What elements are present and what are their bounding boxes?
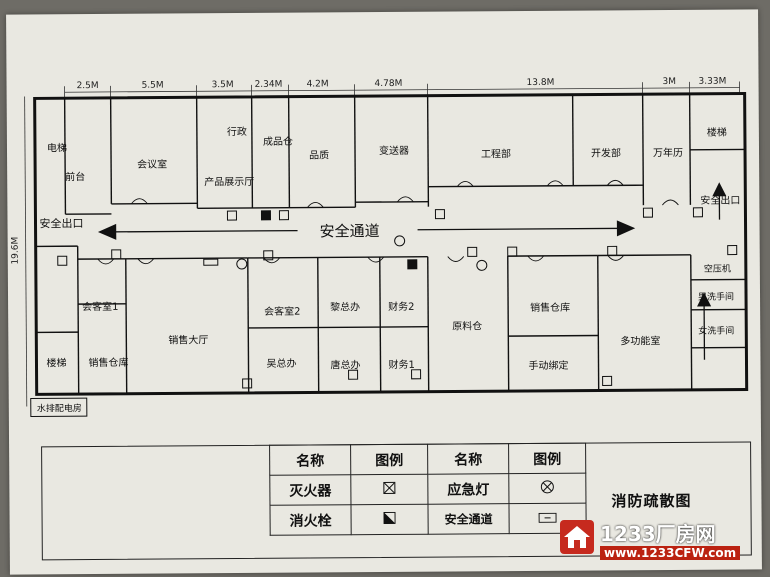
room-calendar: 万年历 [653, 146, 683, 159]
room-mr-tang: 唐总办 [330, 358, 360, 371]
watermark: 1233厂房网 www.1233CFW.com [560, 516, 760, 568]
dim-2: 5.5M [142, 81, 164, 91]
outer-wall [33, 91, 749, 396]
legend-header-symbol-1: 图例 [350, 444, 428, 475]
legend-extinguisher-label: 灭火器 [269, 474, 351, 506]
door-arcs [97, 179, 679, 265]
room-transformer: 变送器 [379, 144, 409, 157]
room-development: 开发部 [591, 146, 621, 159]
room-finance-1: 财务1 [388, 358, 414, 371]
room-power: 水排配电房 [37, 402, 82, 414]
room-utility: 空压机 [704, 263, 731, 275]
dim-8: 3M [663, 77, 677, 87]
room-admin: 行政 [227, 125, 247, 138]
legend-hydrant-label: 消火栓 [269, 504, 352, 536]
dimension-line [24, 81, 741, 407]
interior-walls [35, 93, 747, 395]
room-meeting: 会议室 [137, 158, 167, 171]
room-finance-2: 财务2 [388, 300, 414, 313]
evacuation-arrows [97, 182, 727, 360]
room-front-desk: 前台 [65, 170, 85, 183]
dim-3: 3.5M [212, 80, 234, 90]
dim-5: 4.2M [307, 79, 329, 89]
dim-9: 3.33M [699, 77, 727, 87]
legend-header-name-2: 名称 [427, 443, 509, 475]
dim-1: 2.5M [77, 81, 99, 91]
watermark-main: 1233厂房网 [600, 522, 716, 546]
room-quality: 品质 [309, 149, 329, 161]
legend-safe-passage-label: 安全通道 [427, 503, 510, 535]
fire-safety-symbols [57, 207, 738, 389]
room-stairs-right: 楼梯 [707, 126, 727, 139]
floor-plan-sheet: 2.5M 5.5M 3.5M 2.34M 4.2M 4.78M 13.8M 3M… [6, 9, 762, 575]
dim-7: 13.8M [527, 78, 555, 88]
room-multifunction: 多功能室 [620, 334, 660, 347]
legend: 名称 图例 名称 图例 灭火器 应急灯 消火栓 安全通道 消防疏散图 [41, 441, 754, 562]
legend-table: 名称 图例 名称 图例 灭火器 应急灯 消火栓 安全通道 [269, 443, 587, 536]
room-sales-warehouse-right: 销售仓库 [530, 301, 570, 314]
dim-4: 2.34M [255, 80, 283, 90]
room-mr-wu: 吴总办 [266, 357, 296, 370]
room-sales-warehouse-left: 销售仓库 [88, 356, 128, 369]
room-stairs-left: 楼梯 [46, 356, 66, 369]
dim-6: 4.78M [375, 79, 403, 89]
room-showroom: 产品展示厅 [204, 175, 254, 188]
room-elevator: 电梯 [47, 141, 67, 154]
room-reception-1: 会客室1 [82, 300, 118, 313]
room-women-wc: 女洗手间 [698, 325, 734, 337]
watermark-url: www.1233CFW.com [600, 546, 741, 560]
legend-header-name-1: 名称 [269, 444, 351, 476]
room-engineering: 工程部 [481, 147, 511, 160]
legend-emergency-light-label: 应急灯 [427, 473, 509, 505]
emergency-light-icon [540, 479, 554, 493]
room-sales-hall: 销售大厅 [168, 333, 208, 346]
room-raw-material: 原料仓 [452, 319, 482, 332]
power-room-box [30, 397, 88, 417]
safe-passage-icon [538, 512, 557, 523]
exit-right: 安全出口 [700, 194, 740, 207]
extinguisher-icon [383, 481, 396, 494]
dim-side: 19.6M [11, 237, 21, 265]
legend-title: 消防疏散图 [611, 491, 692, 511]
legend-header-symbol-2: 图例 [508, 443, 586, 474]
room-men-wc: 男洗手间 [698, 291, 734, 303]
hydrant-icon [383, 511, 396, 524]
corridor-label: 安全通道 [320, 222, 380, 240]
room-manual-binding: 手动绑定 [528, 359, 568, 372]
room-finished-goods: 成品仓 [263, 135, 293, 148]
room-reception-2: 会客室2 [264, 305, 300, 318]
floor-plan: 2.5M 5.5M 3.5M 2.34M 4.2M 4.78M 13.8M 3M… [11, 77, 749, 417]
exit-left: 安全出口 [39, 216, 83, 230]
room-mr-li: 黎总办 [330, 300, 360, 313]
house-logo-icon [560, 520, 594, 554]
